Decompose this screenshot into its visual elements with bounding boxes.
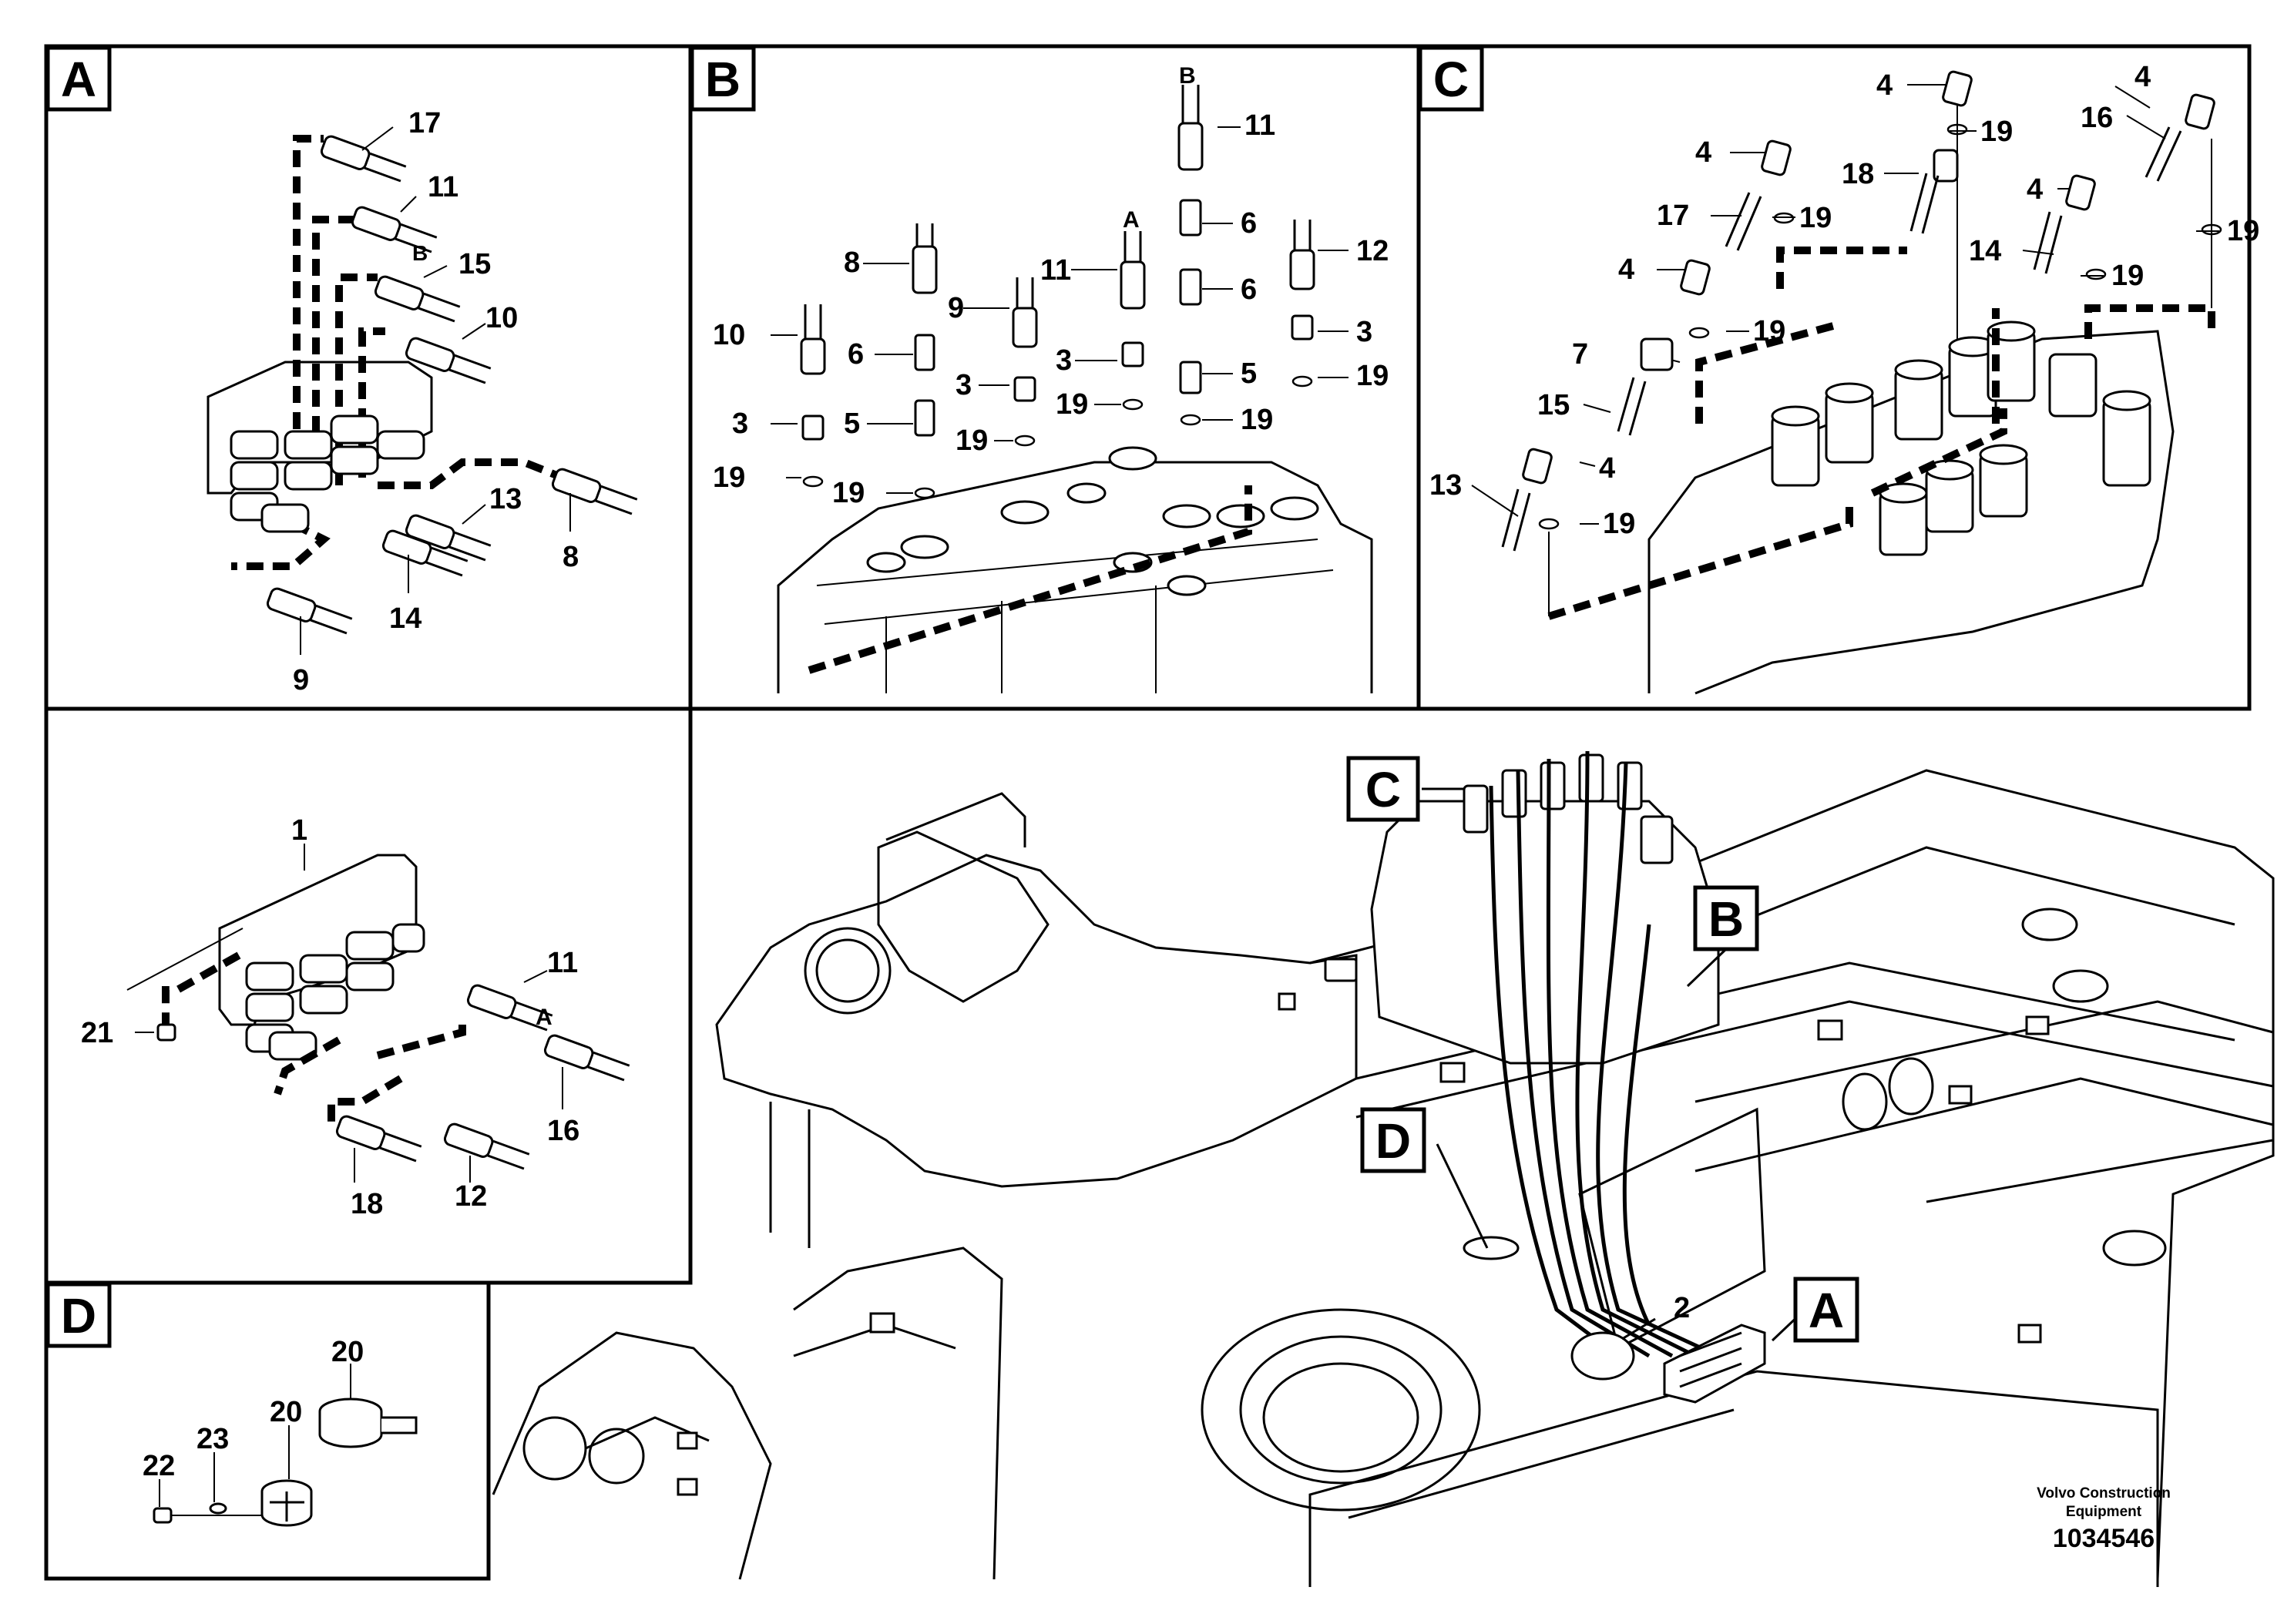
- callout-b-b: B: [1179, 63, 1196, 89]
- callout-e-12: 12: [455, 1180, 487, 1213]
- callout-c-15: 15: [1537, 389, 1570, 421]
- callout-e-11: 11: [547, 947, 578, 979]
- panel-e-drawing: [126, 844, 630, 1183]
- callout-c-19d: 19: [2111, 260, 2144, 292]
- callout-c-16: 16: [2081, 102, 2113, 134]
- callout-c-13: 13: [1429, 469, 1462, 502]
- panel-b-drawing: [771, 85, 1373, 693]
- callout-b-19c: 19: [1056, 388, 1088, 421]
- document-number: 1034546: [2052, 1524, 2155, 1553]
- callout-main-2: 2: [1674, 1292, 1690, 1324]
- panel-c-letter: C: [1433, 52, 1469, 107]
- callout-b-9: 9: [948, 292, 964, 324]
- main-leaders: [1422, 787, 1803, 1342]
- callout-b-19a: 19: [1356, 360, 1389, 392]
- callout-d-20a: 20: [331, 1336, 364, 1368]
- panel-a-drawing: [207, 126, 638, 655]
- callout-b-5a: 5: [1241, 357, 1257, 390]
- callout-e-21: 21: [81, 1017, 113, 1049]
- callout-b-8: 8: [844, 247, 860, 279]
- callout-a-10: 10: [485, 302, 518, 334]
- panel-c-frame: [1416, 44, 2252, 711]
- callout-c-4b: 4: [2134, 61, 2151, 93]
- callout-a-15: 15: [458, 248, 491, 280]
- panel-b-callouts: B 11 6 A 11 6 12 8 9 3 5 10 6 3 3 19 19 …: [713, 63, 1389, 509]
- panel-d-frame: [44, 1280, 491, 1581]
- callout-b-19f: 19: [832, 477, 865, 509]
- brand-line-2: Equipment: [2065, 1504, 2142, 1520]
- callout-c-4e: 4: [1618, 253, 1634, 286]
- callout-c-19c: 19: [2227, 215, 2259, 247]
- callout-b-3a: 3: [1356, 316, 1372, 348]
- callout-b-6b: 6: [1241, 273, 1257, 306]
- callout-b-5b: 5: [844, 408, 860, 440]
- callout-c-4d: 4: [2027, 173, 2043, 206]
- callout-a-8: 8: [563, 541, 579, 573]
- machine-frame-drawing: [492, 750, 2275, 1587]
- callout-e-18: 18: [351, 1188, 383, 1220]
- callout-c-17: 17: [1657, 200, 1689, 232]
- callout-d-20b: 20: [270, 1396, 302, 1428]
- panel-b-letter: B: [705, 52, 741, 107]
- panel-a-callouts: 17 11 B 15 10 13 8 14 9: [293, 107, 579, 696]
- callout-a-9: 9: [293, 664, 309, 696]
- callout-c-14: 14: [1969, 235, 2001, 267]
- callout-c-4f: 4: [1599, 452, 1615, 485]
- callout-b-a: A: [1123, 207, 1140, 233]
- callout-e-a: A: [536, 1005, 553, 1030]
- callout-a-14: 14: [389, 602, 422, 635]
- callout-c-19f: 19: [1603, 508, 1635, 540]
- main-label-a: A: [1809, 1283, 1844, 1338]
- panel-d-drawing: [153, 1364, 418, 1527]
- callout-a-b: B: [412, 241, 428, 265]
- callout-b-3c: 3: [1056, 344, 1072, 377]
- callout-b-19e: 19: [713, 461, 745, 494]
- callout-b-6c: 6: [848, 338, 864, 371]
- main-label-b: B: [1708, 891, 1744, 947]
- callout-d-22: 22: [143, 1450, 175, 1482]
- callout-b-19b: 19: [1241, 404, 1273, 436]
- callout-e-16: 16: [547, 1115, 579, 1147]
- panel-c-callouts: 4 19 4 16 4 18 17 19 4 19 14 19 4 19 7 1…: [1429, 61, 2259, 540]
- callout-b-3b: 3: [956, 369, 972, 401]
- callout-e-1: 1: [291, 814, 307, 847]
- callout-c-18: 18: [1842, 158, 1874, 190]
- callout-b-11b: 11: [1040, 254, 1071, 287]
- callout-b-12: 12: [1356, 235, 1389, 267]
- callout-c-19b: 19: [1799, 202, 1832, 234]
- callout-d-23: 23: [196, 1423, 229, 1455]
- callout-a-17: 17: [408, 107, 441, 139]
- callout-c-19e: 19: [1753, 315, 1785, 347]
- main-label-c: C: [1365, 762, 1401, 817]
- brand-line-1: Volvo Construction: [2037, 1485, 2171, 1502]
- panel-d-letter: D: [61, 1288, 96, 1344]
- main-boxed-labels: C B D A 2: [1346, 756, 1859, 1343]
- callout-b-10: 10: [713, 319, 745, 351]
- panel-frames: [44, 44, 2252, 1581]
- callout-a-13: 13: [489, 483, 522, 515]
- callout-c-19a: 19: [1980, 116, 2013, 148]
- callout-c-7: 7: [1572, 338, 1588, 371]
- callout-a-11: 11: [428, 171, 458, 203]
- panel-tabs: A B C D: [45, 45, 1484, 1348]
- panel-a-letter: A: [61, 52, 96, 107]
- callout-c-4a: 4: [1876, 69, 1893, 102]
- callout-b-11a: 11: [1244, 109, 1275, 142]
- panel-d-callouts: 20 23 20 22: [143, 1336, 364, 1482]
- panel-e-callouts: 1 11 A 21 16 18 12: [81, 814, 579, 1220]
- callout-b-19d: 19: [956, 424, 988, 457]
- callout-c-4c: 4: [1695, 136, 1711, 169]
- callout-b-3d: 3: [732, 408, 748, 440]
- callout-b-6a: 6: [1241, 207, 1257, 240]
- panel-c-drawing: [1471, 70, 2222, 695]
- main-label-d: D: [1375, 1113, 1411, 1169]
